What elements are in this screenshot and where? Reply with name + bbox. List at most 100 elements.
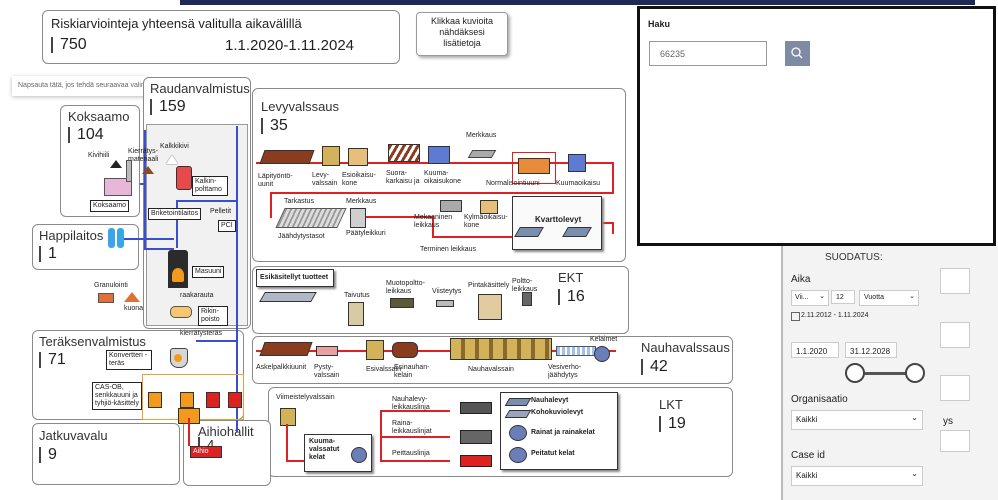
date-start-input[interactable]: 1.1.2020 [791,342,839,358]
label-taivutus: Taivutus [344,292,370,299]
label-kelaimet: Kelaimet [590,336,618,343]
ladle-icon [180,392,194,408]
water-curtain-icon [556,346,596,356]
torpedo-car-icon [170,306,192,318]
kuumavalssatut-box[interactable]: Kuuma-valssatut kelat [304,434,372,472]
flow-line [236,342,238,432]
torch-cutter-icon [522,292,532,306]
organisaatio-select[interactable]: Kaikki ⌄ [791,410,923,430]
edger-icon [316,346,338,356]
flow-line [270,192,272,218]
label-normalisointiuuni: Normalisointiuuni [486,180,540,187]
flow-line [176,200,236,202]
label-kuumavalssatut: Kuuma-valssatut kelat [309,438,340,461]
label-nauhalevyleikkauslinja: Nauhalevy-leikkauslinja [392,396,430,411]
filter-behind-dropdown [940,322,970,348]
label-tarkastus: Tarkastus [284,198,314,205]
tile-terasenvalmistus-title: Teräksenvalmistus [39,334,146,349]
tile-raudanvalmistus-title: Raudanvalmistus [150,81,250,96]
tile-jatkuvavalu-value: 9 [39,447,57,463]
hot-straightener-icon [568,154,586,172]
organisaatio-label: Organisaatio [791,394,848,405]
flow-line [432,236,512,238]
date-slider-handle-start[interactable] [845,363,865,383]
hint-text: Klikkaa kuvioita nähdäksesi lisätietoja [430,16,494,48]
furnace-fire-icon [172,268,184,282]
label-lapityontouunit: Läpityöntö-uunit [258,173,293,188]
normalising-furnace-icon [518,158,550,174]
label-koksaamo-box: Koksaamo [90,200,130,212]
date-slider-track[interactable] [853,372,915,375]
flow-line [188,418,190,446]
label-kivihiili: Kivihiili [88,152,110,159]
search-title: Haku [648,19,671,29]
unit-select[interactable]: Vuotta ⌄ [859,290,919,306]
tile-lkt-title: LKT [659,397,683,412]
leveller-icon [348,148,368,166]
label-peitatut: Peitatut kelat [531,450,575,457]
case-id-select[interactable]: Kaikki ⌄ [791,466,923,486]
kvarttolevyt-box[interactable]: Kvarttolevyt [512,196,602,250]
label-pystyvalssain: Pysty-valssain [314,364,340,379]
flow-line [144,130,146,250]
flow-line [432,216,434,236]
flow-line [140,183,144,185]
material-pile-icon [142,166,154,174]
summary-card[interactable]: Riskiarviointeja yhteensä valitulla aika… [42,10,400,64]
label-konvertteri: Konvertteri - teräs [106,350,152,370]
coiler-icon [594,346,610,362]
tile-koksaamo-value: 104 [68,127,104,143]
limestone-icon [166,155,178,164]
search-input[interactable]: 66235 [649,41,767,66]
tile-koksaamo-title: Koksaamo [68,109,130,124]
label-rainat: Rainat ja rainakelat [531,429,595,436]
tile-ekt-title: EKT [558,270,584,285]
chequer-plate-icon [504,410,532,418]
label-polttoleikkaus: Poltto-leikkaus [512,278,538,293]
tile-aihiohallit-value: 4 [198,437,214,453]
search-panel: Haku 66235 [637,6,996,246]
flow-line [256,350,616,352]
flow-line [120,238,174,240]
summary-date-range: 1.1.2020-1.11.2024 [225,37,355,54]
label-kalkkikivi: Kalkkikivi [160,143,189,150]
relative-select[interactable]: Vii... ⌄ [791,290,829,306]
relative-number-input[interactable]: 12 [831,290,855,304]
flow-line [236,202,238,342]
tile-aihiohallit-title: Aihiohallit [198,424,254,439]
label-kvarttolevyt: Kvarttolevyt [535,215,582,224]
label-terminen-leikkaus: Terminen leikkaus [420,246,477,253]
label-mekaaninen-leikkaus: Mekaaninen leikkaus [414,214,453,229]
cutting-table-icon [390,298,414,308]
label-kuumaoikaisu: Kuumaoikaisu [556,180,600,187]
esikasitellyt-box: Esikäsitellyt tuotteet [256,269,334,287]
label-kalkinpolttamo: Kalkin-polttamo [192,176,228,196]
label-merkkaus-mid: Merkkaus [346,198,377,205]
converter-fire-icon [174,354,182,362]
label-rainaleikkauslinjat: Raina-leikkauslinjat [392,420,432,435]
label-kierratysteras: kierrätysteräs [180,330,223,337]
date-end-input[interactable]: 31.12.2028 [845,342,897,358]
date-slider-handle-end[interactable] [905,363,925,383]
chevron-down-icon: ⌄ [911,469,918,478]
tile-jatkuvavalu[interactable]: Jatkuvavalu 9 [32,423,180,485]
slag-pile-icon [124,292,140,302]
case-id-label: Case id [791,450,825,461]
reheating-furnace-icon [259,150,315,164]
lkt-products-box[interactable]: Nauhalevyt Kohokuviolevyt Rainat ja rain… [500,392,618,470]
aika-label: Aika [791,274,811,285]
tile-terasenvalmistus-value: 71 [39,352,66,368]
tile-nauhavalssaus-title: Nauhavalssaus [641,340,730,355]
quench-icon [388,144,420,162]
label-pelletit: Pelletit [210,208,232,215]
label-kuona: kuona [124,305,144,312]
label-askelpalkkiuunit: Askelpalkkiuunit [256,364,307,371]
label-viisteytys: Viisteytys [432,288,462,295]
tile-happilaitos-value: 1 [39,246,57,262]
oxygen-tank-icon [117,228,124,248]
tile-levyvalssaus-title: Levyvalssaus [261,99,340,114]
flow-line [270,192,614,194]
tile-levyvalssaus-value: 35 [261,118,288,134]
chevron-down-icon: ⌄ [911,413,918,422]
search-button[interactable] [785,41,810,66]
